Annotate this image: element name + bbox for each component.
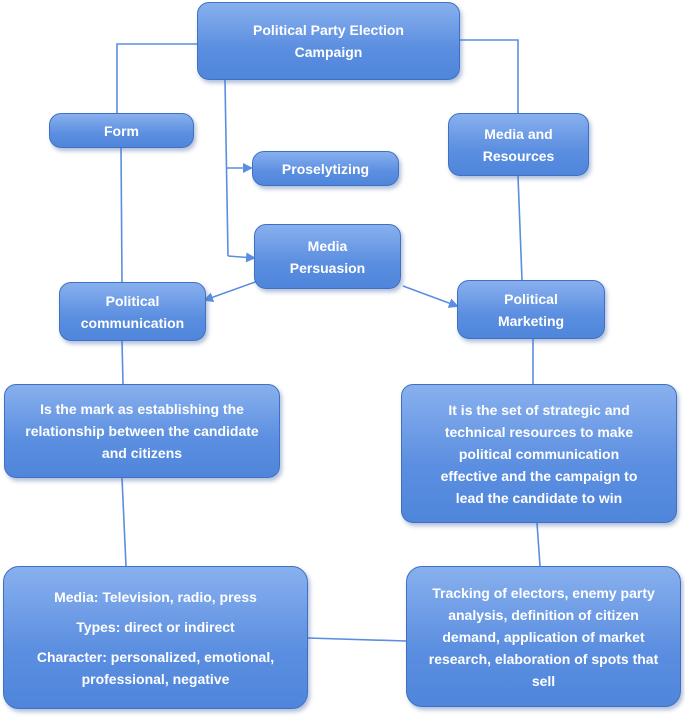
proselytizing-node: Proselytizing [252, 151, 399, 186]
connector-persuasion-to-marketing [402, 285, 459, 308]
connector-communication-definition-to-details [121, 477, 127, 567]
political-communication-node: Political communication [59, 282, 206, 341]
connector-details-link [307, 637, 407, 642]
campaign-label: Political Party Election Campaign [253, 22, 404, 60]
connector-marketing-definition-to-details [536, 522, 541, 567]
communication-details-node: Media: Television, radio, press Types: d… [3, 566, 308, 709]
connector-communication-to-definition [121, 340, 124, 385]
communication-types-text: Types: direct or indirect [76, 618, 235, 635]
connector-campaign-to-media-resources [460, 39, 519, 113]
marketing-definition-text: It is the set of strategic and technical… [440, 401, 638, 506]
media-resources-node: Media and Resources [448, 113, 589, 176]
proselytizing-label: Proselytizing [281, 160, 370, 177]
marketing-details-text: Tracking of electors, enemy party analys… [428, 584, 659, 689]
form-node: Form [49, 113, 194, 148]
connector-to-media-persuasion [227, 252, 256, 263]
form-label: Form [104, 122, 139, 139]
marketing-definition-node: It is the set of strategic and technical… [401, 384, 677, 523]
media-resources-label: Media and Resources [482, 125, 555, 164]
communication-definition-node: Is the mark as establishing the relation… [4, 384, 280, 478]
political-marketing-label: Political Marketing [497, 290, 565, 329]
connector-campaign-to-form [116, 43, 197, 113]
communication-character-text: Character: personalized, emotional, prof… [36, 648, 275, 687]
communication-media-text: Media: Television, radio, press [54, 588, 257, 605]
media-persuasion-node: Media Persuasion [254, 224, 401, 289]
political-communication-label: Political communication [80, 292, 185, 331]
connector-persuasion-to-communication [203, 280, 259, 303]
connector-media-resources-to-marketing [517, 175, 523, 281]
marketing-details-node: Tracking of electors, enemy party analys… [406, 566, 681, 707]
communication-definition-text: Is the mark as establishing the relation… [25, 401, 259, 461]
connector-form-to-communication [120, 145, 123, 283]
media-persuasion-label: Media Persuasion [289, 237, 366, 276]
campaign-node: Political Party Election Campaign [197, 2, 460, 80]
political-marketing-node: Political Marketing [457, 280, 605, 339]
